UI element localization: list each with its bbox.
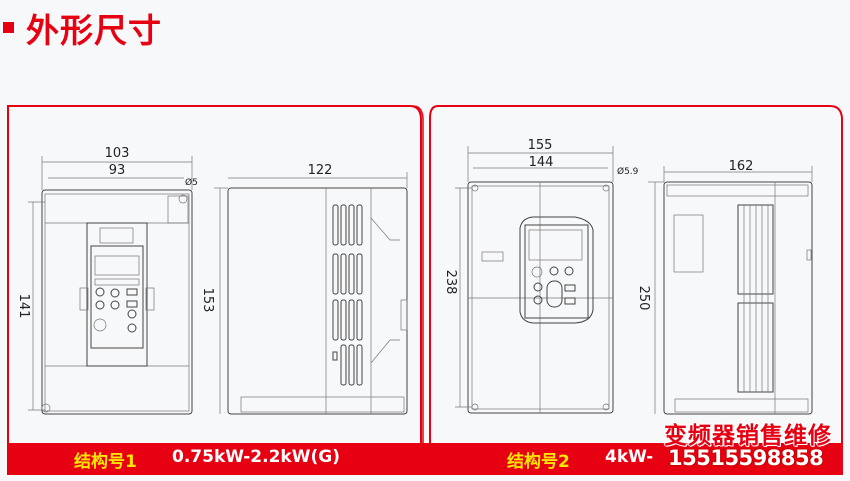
side-view-1	[227, 187, 408, 415]
svg-text:238: 238	[443, 270, 458, 295]
side-dimensions-1: 122 153	[200, 163, 408, 414]
svg-text:162: 162	[729, 159, 754, 174]
svg-text:93: 93	[109, 163, 126, 178]
structure1-power: 0.75kW-2.2kW(G)	[172, 447, 340, 467]
front-view-2	[467, 181, 614, 414]
page-title: 外形尺寸	[26, 11, 162, 50]
front-dimensions-2: 155 144 Ø5.9 238	[443, 138, 639, 408]
panel-frame-2	[429, 105, 843, 443]
svg-text:250: 250	[636, 286, 651, 311]
side-view-2	[663, 181, 813, 415]
watermark-phone: 15515598858	[668, 446, 824, 470]
svg-text:103: 103	[105, 146, 130, 161]
front-view-1	[41, 189, 193, 415]
svg-text:155: 155	[528, 138, 553, 153]
side-dimensions-2: 162 250	[636, 159, 813, 414]
svg-text:141: 141	[16, 294, 31, 319]
svg-text:144: 144	[529, 155, 554, 170]
structure2-power: 4kW-	[605, 447, 654, 467]
title-bullet	[3, 22, 14, 33]
svg-text:122: 122	[308, 163, 333, 178]
front-dimensions-1: 103 93 Ø5 141	[16, 146, 198, 411]
panel-frame-1	[7, 105, 422, 443]
structure1-label: 结构号1	[74, 452, 137, 472]
svg-text:Ø5.9: Ø5.9	[617, 166, 639, 177]
svg-text:Ø5: Ø5	[185, 177, 198, 188]
footer-bar	[7, 443, 843, 475]
structure2-label: 结构号2	[507, 452, 570, 472]
watermark-text: 变频器销售维修	[664, 423, 832, 449]
svg-text:153: 153	[200, 288, 215, 313]
